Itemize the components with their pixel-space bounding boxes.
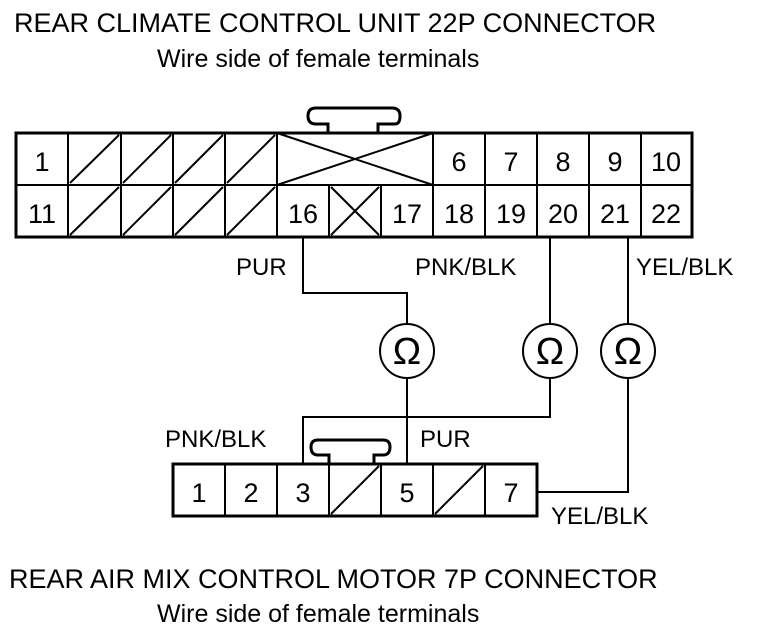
ohmmeter-circle bbox=[522, 323, 578, 379]
ohm-icon: Ω bbox=[393, 331, 421, 373]
ohm-icon: Ω bbox=[614, 331, 642, 373]
bottom-pin-7: 7 bbox=[503, 478, 518, 508]
top-pin-8: 8 bbox=[555, 147, 570, 177]
wire-label-pnk-blk-top: PNK/BLK bbox=[415, 254, 516, 281]
bottom-connector-housing bbox=[171, 462, 539, 518]
top-pin-17: 17 bbox=[392, 199, 422, 229]
top-connector-latch bbox=[278, 106, 402, 135]
top-connector-subtitle: Wire side of female terminals bbox=[157, 45, 479, 73]
top-connector-title: REAR CLIMATE CONTROL UNIT 22P CONNECTOR bbox=[14, 8, 656, 38]
wire-label-pnk-blk-bottom: PNK/BLK bbox=[165, 426, 266, 453]
wires bbox=[302, 237, 629, 493]
top-pin-19: 19 bbox=[496, 199, 526, 229]
top-pin-7: 7 bbox=[503, 147, 518, 177]
top-pin-16: 16 bbox=[288, 199, 318, 229]
wire-pnk-blk-bottom bbox=[302, 379, 551, 464]
wire-label-pur-bottom: PUR bbox=[420, 426, 471, 453]
wire-yel-blk-bottom bbox=[537, 379, 629, 493]
bottom-pin-1: 1 bbox=[191, 478, 206, 508]
ohm-icon: Ω bbox=[536, 331, 564, 373]
bottom-connector-latch bbox=[309, 438, 392, 464]
top-pin-18: 18 bbox=[444, 199, 474, 229]
wire-pur-top bbox=[302, 237, 408, 323]
bottom-connector-title: REAR AIR MIX CONTROL MOTOR 7P CONNECTOR bbox=[9, 564, 658, 594]
bottom-pin-5: 5 bbox=[399, 478, 414, 508]
wire-label-yel-blk-bottom: YEL/BLK bbox=[551, 503, 648, 530]
top-pin-9: 9 bbox=[607, 147, 622, 177]
top-pin-6: 6 bbox=[451, 147, 466, 177]
bottom-pin-2: 2 bbox=[243, 478, 258, 508]
top-pin-11: 11 bbox=[28, 199, 56, 229]
top-connector: 1 6 7 8 9 10 11 16 17 18 19 20 21 22 bbox=[14, 106, 694, 239]
wire-label-yel-blk-top: YEL/BLK bbox=[636, 254, 733, 281]
top-pin-21: 21 bbox=[600, 199, 630, 229]
ohmmeter-1: Ω bbox=[379, 323, 435, 379]
ohmmeter-circle bbox=[379, 323, 435, 379]
wire-label-pur-top: PUR bbox=[236, 254, 287, 281]
ohmmeter-2: Ω bbox=[522, 323, 578, 379]
ohmmeter-circle bbox=[600, 323, 656, 379]
bottom-pin-3: 3 bbox=[295, 478, 310, 508]
top-pin-10: 10 bbox=[651, 147, 681, 177]
top-pin-20: 20 bbox=[548, 199, 578, 229]
bottom-connector: 1 2 3 5 7 bbox=[171, 438, 539, 518]
bottom-connector-subtitle: Wire side of female terminals bbox=[157, 600, 479, 628]
ohmmeter-3: Ω bbox=[600, 323, 656, 379]
top-pin-1: 1 bbox=[34, 147, 49, 177]
top-pin-22: 22 bbox=[651, 199, 681, 229]
